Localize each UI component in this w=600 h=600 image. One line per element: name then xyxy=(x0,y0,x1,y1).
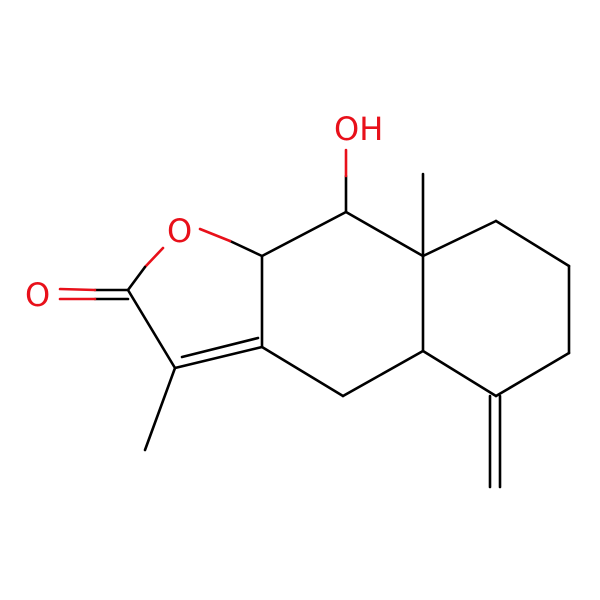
carbonyl-oxygen-label: O xyxy=(25,276,50,314)
bond-c5-c4a xyxy=(421,349,498,398)
bond-c2-c3 xyxy=(126,288,177,370)
bond-c8-c7 xyxy=(494,219,571,268)
bond-c4-c3a xyxy=(260,345,345,398)
bond-o1-c2-red xyxy=(143,246,165,269)
bond-c6-c5 xyxy=(494,351,571,398)
hydroxyl-label: OH xyxy=(334,110,383,148)
bond-c3-c3a-inner xyxy=(180,336,260,359)
bond-c3-c3a xyxy=(173,345,264,370)
bond-c8a-c8 xyxy=(421,219,498,258)
bond-c4a-c4 xyxy=(341,349,425,398)
bond-c3-methyl xyxy=(143,366,177,452)
bond-c9-c8a xyxy=(344,210,425,258)
bond-c9a-o1 xyxy=(228,239,264,258)
bond-c9a-c9 xyxy=(260,210,348,258)
ring-oxygen-label: O xyxy=(167,212,192,250)
bond-o1-c2 xyxy=(126,265,147,292)
bond-o1-c9a-red xyxy=(198,227,232,243)
bond-carbonyl-a-red xyxy=(58,287,97,292)
